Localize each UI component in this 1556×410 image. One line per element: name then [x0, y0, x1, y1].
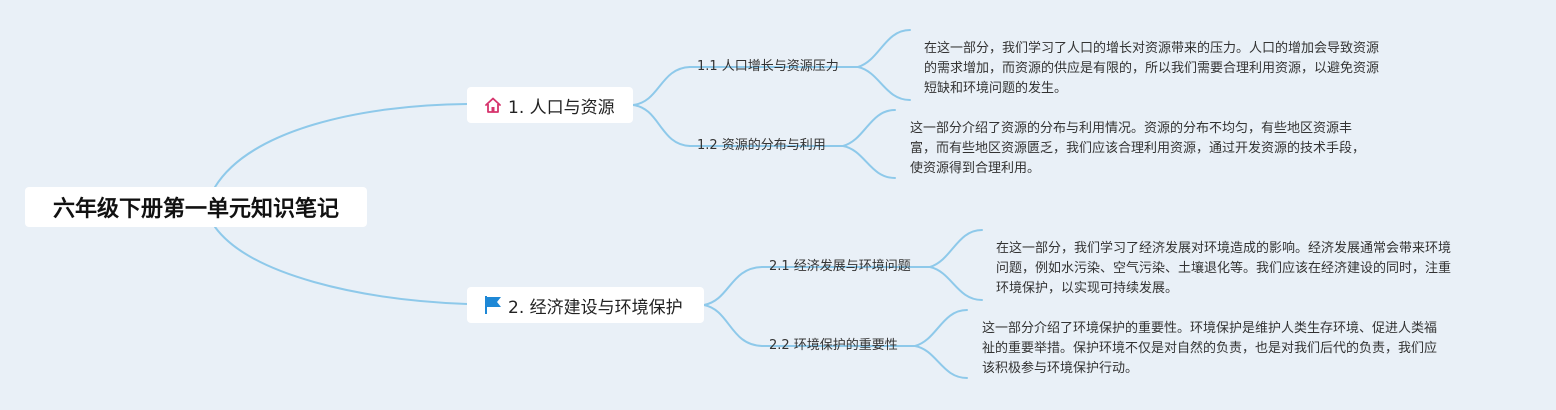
connector-root-topic-2	[214, 226, 468, 305]
connector-topic-2-sub-2	[703, 304, 763, 347]
main-topic-label: 2. 经济建设与环境保护	[508, 297, 683, 318]
home-icon	[483, 95, 503, 115]
main-topic-economy-environment[interactable]: 2. 经济建设与环境保护	[467, 287, 704, 323]
note-population-growth[interactable]: 在这一部分，我们学习了人口的增长对资源带来的压力。人口的增加会导致资源 的需求增…	[924, 39, 1434, 99]
main-topic-population-resources[interactable]: 1. 人口与资源	[467, 87, 633, 123]
note-environmental-protection[interactable]: 这一部分介绍了环境保护的重要性。环境保护是维护人类生存环境、促进人类福 祉的重要…	[982, 319, 1492, 379]
main-topic-label: 1. 人口与资源	[508, 97, 615, 118]
connector-sub-1-2-note	[842, 109, 896, 147]
note-line: 这一部分介绍了资源的分布与利用情况。资源的分布不均匀，有些地区资源丰	[910, 121, 1353, 136]
note-line: 环境保护，以实现可持续发展。	[996, 281, 1179, 296]
connector-sub-1-1-note	[857, 29, 911, 68]
note-line: 该积极参与环境保护行动。	[982, 361, 1139, 376]
connector-topic-2-sub-1	[703, 266, 763, 306]
subtopic-label: 2.1 经济发展与环境问题	[769, 259, 911, 274]
connector-topic-1-sub-1	[632, 66, 691, 106]
connector-root-topic-1	[214, 103, 468, 188]
note-line: 在这一部分，我们学习了人口的增长对资源带来的压力。人口的增加会导致资源	[924, 41, 1380, 56]
note-economic-development[interactable]: 在这一部分，我们学习了经济发展对环境造成的影响。经济发展通常会带来环境 问题，例…	[996, 239, 1506, 299]
connector-sub-2-1-note	[929, 229, 983, 268]
connector-sub-2-2-note	[914, 309, 968, 347]
root-topic[interactable]: 六年级下册第一单元知识笔记	[25, 187, 367, 227]
note-line: 的需求增加，而资源的供应是有限的，所以我们需要合理利用资源，以避免资源	[924, 61, 1380, 76]
subtopic-environmental-protection[interactable]: 2.2 环境保护的重要性	[769, 337, 898, 355]
note-line: 短缺和环境问题的发生。	[924, 81, 1068, 96]
connector-sub-2-2-note-bottom	[914, 345, 968, 379]
subtopic-label: 1.2 资源的分布与利用	[697, 138, 826, 153]
note-line: 在这一部分，我们学习了经济发展对环境造成的影响。经济发展通常会带来环境	[996, 241, 1452, 256]
subtopic-label: 1.1 人口增长与资源压力	[697, 59, 839, 74]
flag-icon	[483, 295, 503, 315]
note-line: 富，而有些地区资源匮乏，我们应该合理利用资源，通过开发资源的技术手段，	[910, 141, 1366, 156]
connector-sub-1-2-note-bottom	[842, 145, 896, 179]
connector-sub-1-1-note-bottom	[857, 66, 911, 101]
connector-topic-1-sub-2	[632, 104, 691, 147]
note-line: 祉的重要举措。保护环境不仅是对自然的负责，也是对我们后代的负责，我们应	[982, 341, 1438, 356]
note-line: 这一部分介绍了环境保护的重要性。环境保护是维护人类生存环境、促进人类福	[982, 321, 1438, 336]
subtopic-population-growth[interactable]: 1.1 人口增长与资源压力	[697, 58, 839, 76]
connector-sub-2-1-note-bottom	[929, 266, 983, 301]
note-line: 问题，例如水污染、空气污染、土壤退化等。我们应该在经济建设的同时，注重	[996, 261, 1452, 276]
subtopic-resource-distribution[interactable]: 1.2 资源的分布与利用	[697, 137, 826, 155]
root-title: 六年级下册第一单元知识笔记	[52, 197, 339, 222]
subtopic-label: 2.2 环境保护的重要性	[769, 338, 898, 353]
note-resource-distribution[interactable]: 这一部分介绍了资源的分布与利用情况。资源的分布不均匀，有些地区资源丰 富，而有些…	[910, 119, 1410, 179]
subtopic-economic-development[interactable]: 2.1 经济发展与环境问题	[769, 258, 911, 276]
note-line: 使资源得到合理利用。	[910, 161, 1041, 176]
